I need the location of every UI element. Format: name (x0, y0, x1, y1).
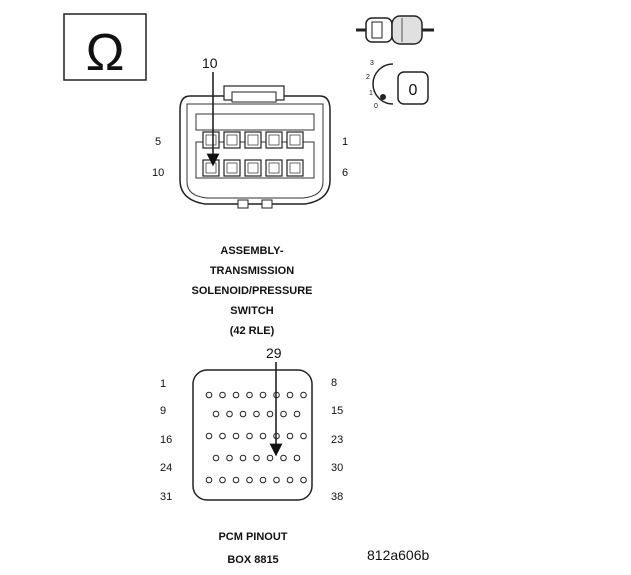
pcm-pin (239, 410, 247, 418)
pcm-pin (253, 410, 260, 418)
pcm-pin (300, 432, 307, 440)
solenoid-caption-line: SOLENOID/PRESSURE (191, 285, 312, 297)
pcm-row-label-right: 8 (331, 377, 337, 389)
pcm-pin (266, 410, 274, 418)
pcm-pin (219, 432, 226, 440)
pcm-row-label-left: 24 (160, 462, 172, 474)
pcm-pin (280, 454, 287, 462)
pcm-caption-line: PCM PINOUT (218, 531, 287, 543)
pcm-caption-line: BOX 8815 (227, 554, 278, 566)
pcm-pin (205, 476, 213, 484)
pcm-pin (246, 432, 253, 440)
solenoid-pin-label-6: 6 (342, 167, 348, 179)
solenoid-cavity-terminal (205, 162, 217, 174)
pcm-pin-grid (205, 391, 307, 484)
pcm-row-labels-left: 1 9 16 24 31 (160, 378, 172, 503)
solenoid-cavity-terminal (247, 162, 259, 174)
solenoid-connector (179, 85, 331, 209)
pcm-pin (205, 391, 213, 399)
solenoid-pin-label-1: 1 (342, 136, 348, 148)
solenoid-cavity-terminal (268, 162, 280, 174)
pcm-pin (212, 454, 220, 462)
solenoid-cavity-terminal (289, 134, 301, 146)
legend-position-2: 2 (366, 74, 370, 81)
pcm-pin (259, 432, 267, 440)
pcm-row-label-left: 1 (160, 378, 166, 390)
pcm-pin (232, 476, 240, 484)
solenoid-caption-line: ASSEMBLY- (220, 245, 284, 257)
pcm-pin (205, 432, 213, 440)
legend-position-3: 3 (370, 60, 374, 67)
pcm-pin (219, 391, 226, 399)
pcm-caption: PCM PINOUT BOX 8815 (218, 531, 287, 566)
pcm-pin (273, 476, 280, 484)
pcm-pin (286, 432, 294, 440)
figure-id: 812a606b (367, 547, 430, 563)
pcm-pin (286, 391, 294, 399)
solenoid-pin-row-top (202, 131, 304, 149)
solenoid-cavity-terminal (226, 162, 238, 174)
pcm-row-label-right: 38 (331, 491, 343, 503)
solenoid-cavity-terminal (205, 134, 217, 146)
solenoid-pin-label-10: 10 (152, 167, 164, 179)
solenoid-caption-line: SWITCH (230, 305, 273, 317)
solenoid-callout: 10 (202, 55, 218, 71)
pcm-pin (286, 476, 294, 484)
legend-position-0: 0 (374, 103, 378, 110)
ohm-symbol: Ω (86, 24, 125, 82)
pcm-pin (239, 454, 247, 462)
pcm-callout: 29 (266, 345, 282, 361)
solenoid-caption-line: (42 RLE) (230, 325, 275, 337)
solenoid-caption: ASSEMBLY- TRANSMISSION SOLENOID/PRESSURE… (191, 245, 312, 337)
pcm-pin (246, 391, 253, 399)
pcm-pin (212, 410, 220, 418)
pcm-row-label-right: 30 (331, 462, 343, 474)
ohmmeter-icon: Ω (63, 13, 147, 82)
solenoid-cavity-terminal (247, 134, 259, 146)
solenoid-cavity-terminal (289, 162, 301, 174)
pcm-row-label-left: 9 (160, 405, 166, 417)
pcm-connector (192, 369, 313, 501)
pcm-row-label-left: 31 (160, 491, 172, 503)
pcm-pin (226, 454, 233, 462)
pcm-pin (300, 391, 307, 399)
legend-position-1: 1 (369, 90, 373, 97)
pcm-pin (232, 391, 240, 399)
pcm-pin (219, 476, 226, 484)
pcm-row-label-right: 23 (331, 434, 343, 446)
pcm-row-label-left: 16 (160, 434, 172, 446)
connector-view-legend: 3 2 1 0 0 (366, 60, 429, 110)
solenoid-caption-line: TRANSMISSION (210, 265, 294, 277)
pcm-pin (259, 391, 267, 399)
pcm-pin (266, 454, 274, 462)
pcm-pin (293, 454, 301, 462)
legend-probe-label: 0 (409, 82, 418, 99)
solenoid-pin-label-5: 5 (155, 136, 161, 148)
pcm-pin (300, 476, 307, 484)
pcm-row-label-right: 15 (331, 405, 343, 417)
probe-icon (356, 15, 434, 45)
solenoid-pin-row-bottom (202, 159, 304, 177)
solenoid-cavity-terminal (268, 134, 280, 146)
pcm-pin (232, 432, 240, 440)
pcm-pin (293, 410, 301, 418)
pcm-pin (226, 410, 233, 418)
solenoid-cavity-terminal (226, 134, 238, 146)
pcm-pin (280, 410, 287, 418)
pcm-row-labels-right: 8 15 23 30 38 (331, 377, 343, 503)
pcm-pin (253, 454, 260, 462)
pcm-pin (259, 476, 267, 484)
pcm-pin (246, 476, 253, 484)
